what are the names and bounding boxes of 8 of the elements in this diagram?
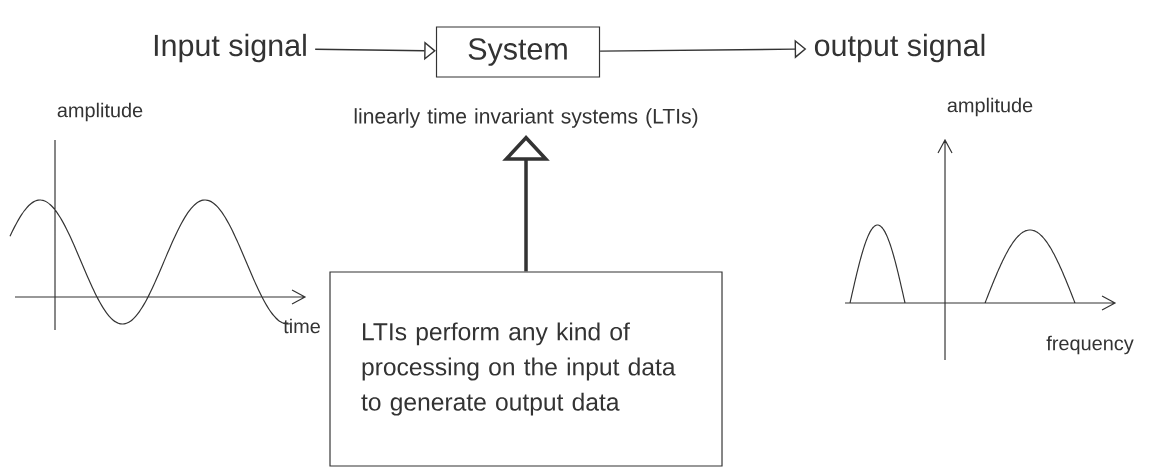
note-box: LTIs perform any kind of processing on the input data to generate output data [329,271,723,467]
output-label: output signal [814,33,985,63]
system-box: System [435,26,601,78]
axis-label: amplitude [57,102,143,122]
lti-label: linearly time invariant systems (LTIs) [354,108,698,128]
input-label: Input signal [154,33,306,63]
axis-label: amplitude [947,97,1033,117]
axis-label: frequency [1046,335,1134,355]
